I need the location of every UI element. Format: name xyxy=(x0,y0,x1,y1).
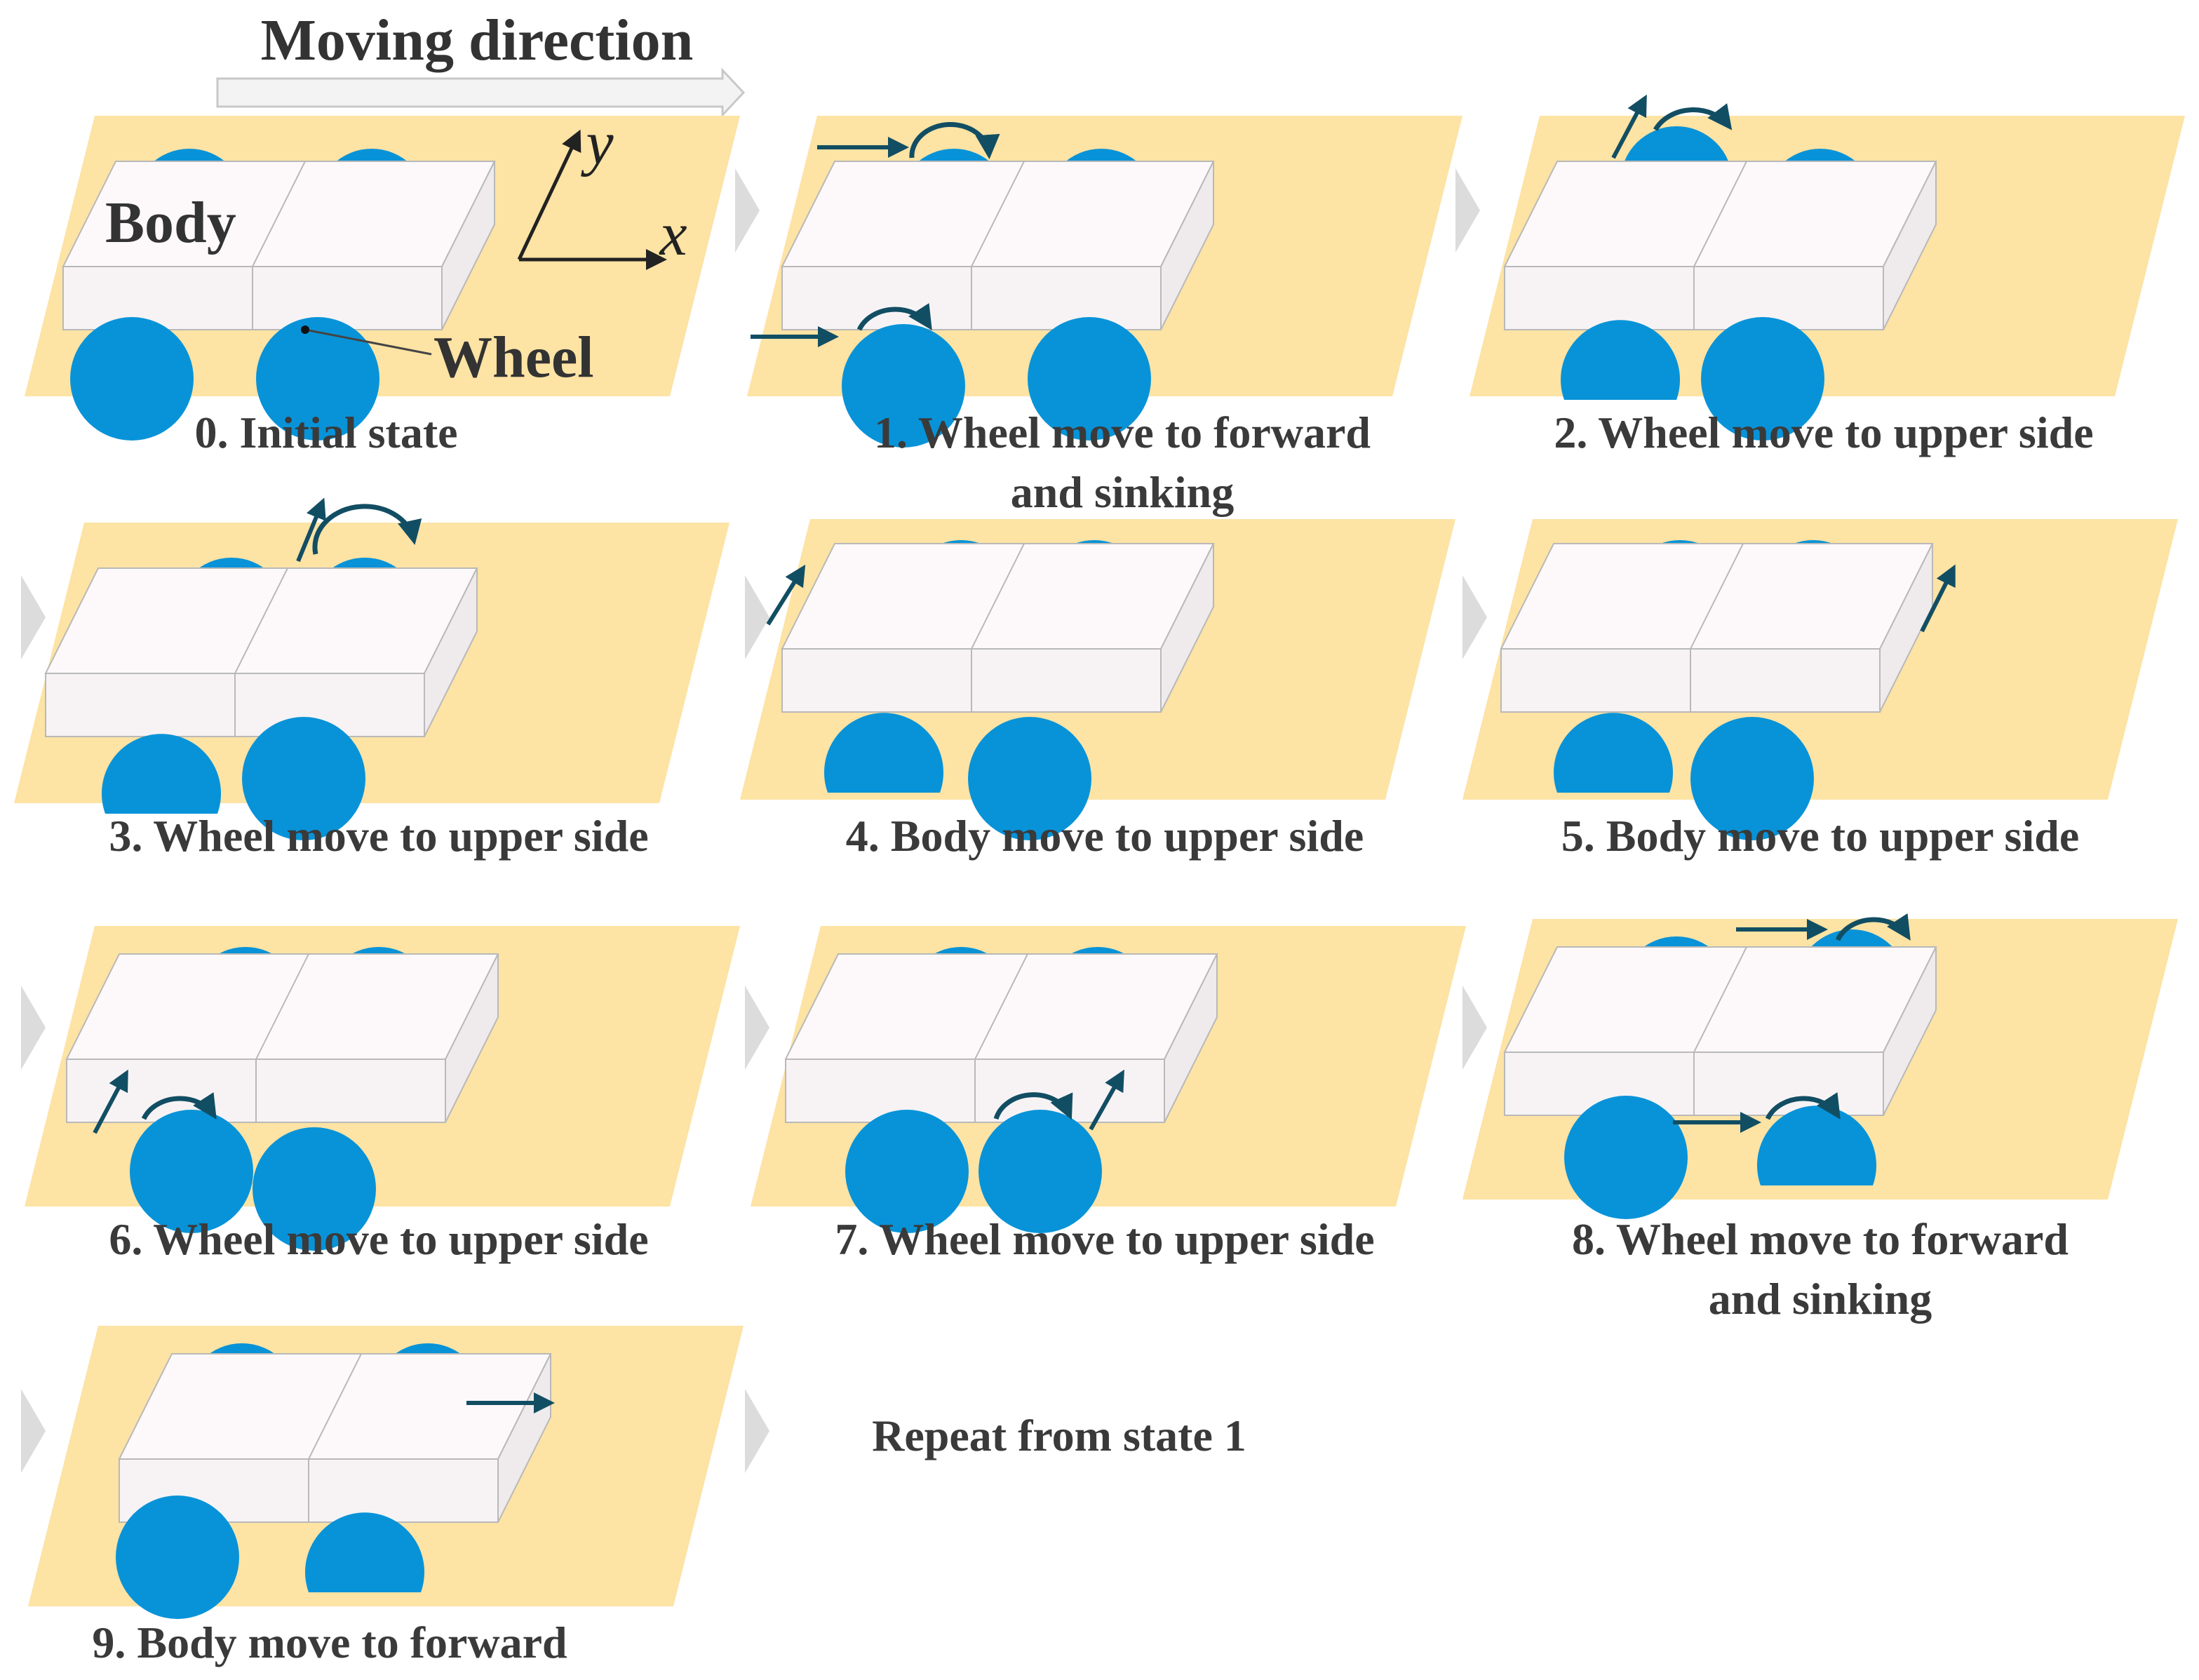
axis-y-label: y xyxy=(586,109,614,177)
rotation-arrow xyxy=(856,302,932,331)
step-chevron xyxy=(745,575,769,659)
state-7-label: 7. Wheel move to upper side xyxy=(835,1214,1375,1264)
step-chevron xyxy=(745,1389,769,1473)
motion-arrow xyxy=(93,1069,128,1134)
front-wheel xyxy=(130,1110,253,1233)
state-4-panel xyxy=(740,519,1455,840)
front-wheel-sunk xyxy=(824,713,943,793)
state-2-panel xyxy=(1470,116,2185,441)
front-wheel-sunk xyxy=(305,1512,424,1592)
step-chevron xyxy=(735,168,760,253)
state-3-label: 3. Wheel move to upper side xyxy=(109,811,649,861)
body-label: Body xyxy=(105,190,236,255)
body-side-face xyxy=(1160,543,1214,713)
step-chevron xyxy=(1462,986,1487,1070)
body-side-face xyxy=(1883,161,1937,330)
rotation-arrow xyxy=(141,1091,217,1120)
step-chevron xyxy=(21,575,46,659)
front-wheel xyxy=(979,1110,1102,1233)
wheel-pointer-dot xyxy=(301,325,309,334)
rotation-arrow xyxy=(1835,913,1911,941)
body-divider xyxy=(971,543,1025,650)
front-wheel xyxy=(842,324,965,448)
body-divider xyxy=(255,953,309,1060)
front-wheel xyxy=(1564,1096,1688,1219)
rotation-arrow xyxy=(909,122,1000,159)
front-wheel-sunk xyxy=(1554,713,1673,793)
body-divider xyxy=(252,161,306,267)
step-chevron xyxy=(1455,168,1480,253)
body-divider xyxy=(971,161,1025,267)
body-divider xyxy=(1693,161,1747,267)
front-wheel xyxy=(70,317,194,441)
front-wheel xyxy=(256,317,379,441)
state-4-label: 4. Body move to upper side xyxy=(845,811,1364,861)
body-side-face xyxy=(445,953,499,1123)
body-side-face xyxy=(1160,161,1214,330)
state-0-panel xyxy=(25,116,740,441)
body-divider xyxy=(308,1353,362,1460)
wheel-pointer-line xyxy=(304,328,432,356)
state-0-label: 0. Initial state xyxy=(194,408,458,457)
body-side-face xyxy=(424,567,478,737)
rotation-arrow xyxy=(1765,1091,1841,1120)
body-side-face xyxy=(441,161,495,330)
state-1-label: 1. Wheel move to forward xyxy=(874,408,1371,457)
body-divider xyxy=(1693,946,1747,1053)
body-side-face xyxy=(1883,946,1937,1116)
body-divider xyxy=(974,953,1028,1060)
motion-arrow xyxy=(1920,564,1956,633)
body-divider xyxy=(1690,543,1744,650)
step-chevron xyxy=(1462,575,1487,659)
state-2-label: 2. Wheel move to upper side xyxy=(1554,408,2094,457)
state-8-label: 8. Wheel move to forward xyxy=(1572,1214,2069,1264)
step-chevron xyxy=(21,1389,46,1473)
state-1-panel xyxy=(747,116,1462,448)
front-wheel xyxy=(1690,717,1814,840)
rotation-arrow xyxy=(1653,103,1733,131)
step-chevron xyxy=(21,986,46,1070)
axis-x-label: x xyxy=(659,201,687,269)
body-divider xyxy=(234,567,288,674)
step-chevron xyxy=(745,986,769,1070)
motion-arrow xyxy=(1089,1069,1124,1131)
front-wheel xyxy=(242,717,365,840)
rotation-arrow xyxy=(312,504,422,555)
front-wheel xyxy=(845,1110,969,1233)
motion-arrow xyxy=(766,564,806,626)
repeat-note: Repeat from state 1 xyxy=(872,1411,1246,1460)
moving-direction-label: Moving direction xyxy=(260,8,694,73)
front-wheel xyxy=(253,1127,376,1251)
state-6-label: 6. Wheel move to upper side xyxy=(109,1214,649,1264)
state-9-label: 9. Body move to forward xyxy=(92,1618,567,1667)
front-wheel-sunk xyxy=(1561,320,1680,400)
state-7-panel xyxy=(751,926,1466,1233)
state-8-label-line2: and sinking xyxy=(1708,1274,1932,1324)
front-wheel xyxy=(1028,317,1151,441)
axis-indicator xyxy=(301,129,667,356)
state-5-panel xyxy=(1462,519,2178,840)
front-wheel-sunk xyxy=(1757,1106,1876,1185)
front-wheel xyxy=(116,1496,239,1619)
front-wheel-sunk xyxy=(102,734,222,814)
state-6-panel xyxy=(25,926,740,1251)
front-wheel xyxy=(1701,317,1824,441)
state-1-label-line2: and sinking xyxy=(1010,467,1235,517)
state-5-label: 5. Body move to upper side xyxy=(1561,811,2080,861)
front-wheel xyxy=(968,717,1091,840)
moving-direction-arrow xyxy=(216,67,746,118)
rotation-arrow xyxy=(993,1092,1073,1120)
state-8-panel xyxy=(1462,919,2178,1219)
state-9-panel xyxy=(28,1326,744,1619)
body-side-face xyxy=(1164,953,1218,1123)
state-3-panel xyxy=(14,523,729,840)
motion-arrow xyxy=(296,497,326,563)
wheel-label: Wheel xyxy=(433,325,594,390)
motion-arrow xyxy=(1611,94,1647,159)
